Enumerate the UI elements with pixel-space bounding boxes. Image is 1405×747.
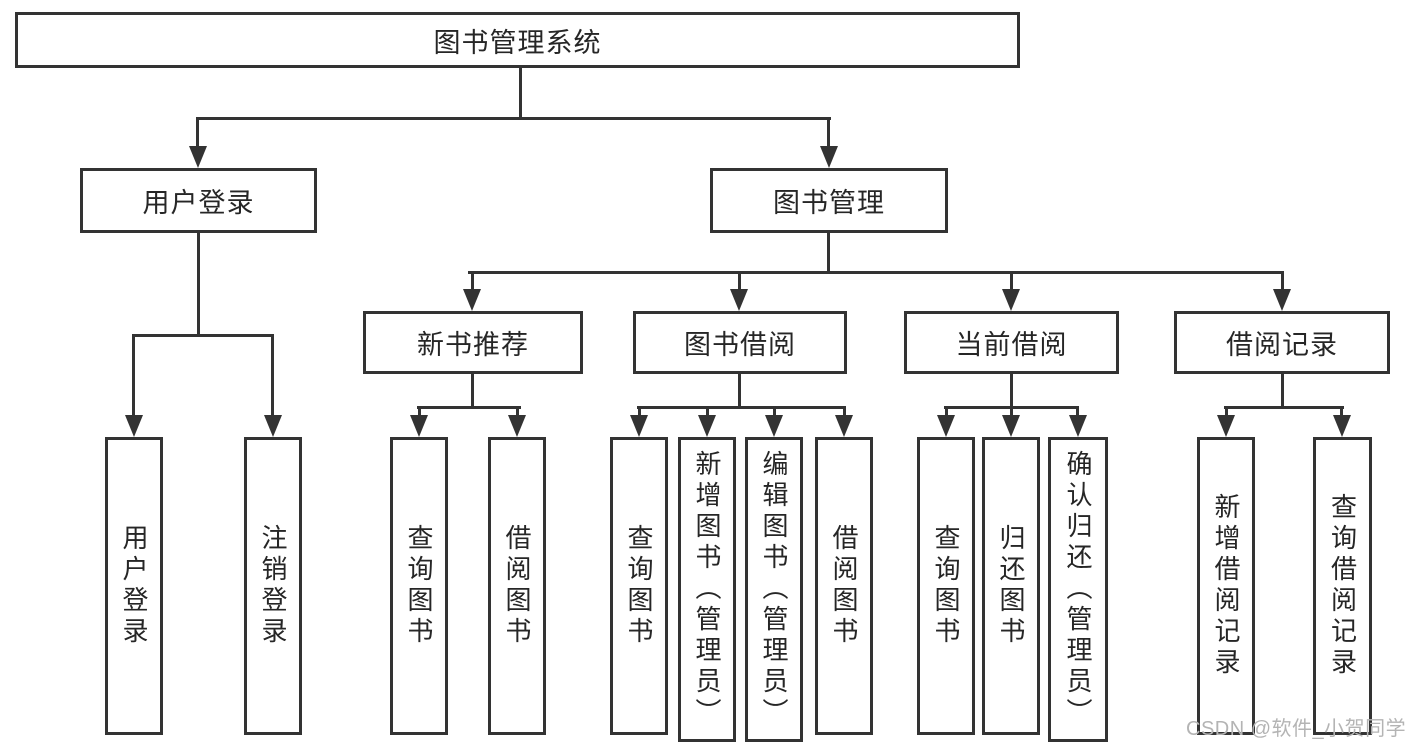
node-leaf-cb-return-books: 归还图书 — [982, 437, 1040, 735]
node-borrow-records: 借阅记录 — [1174, 311, 1390, 374]
connector-drop-user-login — [196, 117, 199, 149]
connector-user-login-stem — [197, 233, 200, 336]
arrowhead-leaf-logout — [264, 415, 282, 437]
node-root: 图书管理系统 — [15, 12, 1020, 68]
connector-new-book-stem — [471, 374, 474, 408]
connector-drop-cb-confirm — [1076, 406, 1079, 417]
arrowhead-leaf-login — [125, 415, 143, 437]
arrowhead-borrow-records — [1273, 289, 1291, 311]
node-leaf-cb-confirm-return-admin-label: 确认归还（管理员） — [1063, 450, 1093, 729]
arrowhead-cb-query — [937, 415, 955, 437]
connector-book-borrow-stem — [738, 374, 741, 408]
connector-drop-book-borrow — [738, 271, 741, 290]
node-new-book-rec: 新书推荐 — [363, 311, 583, 374]
arrowhead-cb-confirm — [1069, 415, 1087, 437]
arrowhead-book-borrow — [730, 289, 748, 311]
connector-drop-current-borrow — [1010, 271, 1013, 290]
node-root-label: 图书管理系统 — [433, 27, 602, 58]
node-leaf-nbr-query-books-label: 查询图书 — [404, 524, 434, 648]
arrowhead-cb-return — [1002, 415, 1020, 437]
arrowhead-nbr-borrow — [508, 415, 526, 437]
node-user-login-label: 用户登录 — [142, 188, 255, 218]
connector-drop-cb-query — [945, 406, 948, 417]
connector-drop-leaf-login — [132, 334, 135, 416]
arrowhead-bb-borrow — [835, 415, 853, 437]
node-leaf-bb-borrow-books-label: 借阅图书 — [829, 524, 859, 648]
connector-level1-branch — [196, 117, 831, 120]
connector-current-borrow-stem — [1010, 374, 1013, 408]
connector-drop-bb-borrow — [843, 406, 846, 417]
connector-drop-book-mgmt — [827, 117, 830, 149]
arrowhead-br-query — [1333, 415, 1351, 437]
node-leaf-nbr-borrow-books-label: 借阅图书 — [502, 524, 532, 648]
node-new-book-rec-label: 新书推荐 — [417, 330, 529, 360]
node-leaf-br-add-record: 新增借阅记录 — [1197, 437, 1255, 735]
node-book-borrow-label: 图书借阅 — [684, 330, 796, 360]
node-book-mgmt: 图书管理 — [710, 168, 948, 233]
connector-drop-bb-edit — [773, 406, 776, 417]
node-user-login: 用户登录 — [80, 168, 317, 233]
node-leaf-cb-query-books: 查询图书 — [917, 437, 975, 735]
node-book-borrow: 图书借阅 — [633, 311, 847, 374]
arrowhead-br-add — [1217, 415, 1235, 437]
node-leaf-nbr-query-books: 查询图书 — [390, 437, 448, 735]
node-leaf-bb-query-books-label: 查询图书 — [624, 524, 654, 648]
arrowhead-new-book — [463, 289, 481, 311]
connector-drop-borrow-records — [1281, 271, 1284, 290]
node-leaf-cb-return-books-label: 归还图书 — [996, 524, 1026, 648]
node-leaf-user-login: 用户登录 — [105, 437, 163, 735]
node-leaf-bb-add-books-admin-label: 新增图书（管理员） — [692, 450, 722, 729]
connector-drop-nbr-query — [418, 406, 421, 417]
connector-drop-leaf-logout — [271, 334, 274, 416]
arrowhead-user-login — [189, 146, 207, 168]
node-book-mgmt-label: 图书管理 — [773, 188, 885, 218]
node-current-borrow: 当前借阅 — [904, 311, 1119, 374]
node-leaf-br-query-record: 查询借阅记录 — [1313, 437, 1372, 735]
connector-user-login-branch — [132, 334, 274, 337]
arrowhead-book-mgmt — [820, 146, 838, 168]
node-leaf-cb-query-books-label: 查询图书 — [931, 524, 961, 648]
node-leaf-cb-confirm-return-admin: 确认归还（管理员） — [1048, 437, 1108, 742]
node-leaf-nbr-borrow-books: 借阅图书 — [488, 437, 546, 735]
node-leaf-bb-edit-books-admin-label: 编辑图书（管理员） — [759, 450, 789, 729]
connector-drop-br-add — [1225, 406, 1228, 417]
connector-borrow-records-branch — [1224, 406, 1344, 409]
node-leaf-logout-label: 注销登录 — [258, 524, 288, 648]
node-leaf-bb-edit-books-admin: 编辑图书（管理员） — [745, 437, 803, 742]
watermark: CSDN @软件_小贺同学 — [1186, 718, 1405, 740]
connector-book-borrow-branch — [637, 406, 846, 409]
arrowhead-bb-add — [698, 415, 716, 437]
node-leaf-bb-add-books-admin: 新增图书（管理员） — [678, 437, 736, 742]
connector-drop-nbr-borrow — [516, 406, 519, 417]
connector-book-mgmt-stem — [827, 233, 830, 274]
arrowhead-bb-query — [630, 415, 648, 437]
node-current-borrow-label: 当前借阅 — [955, 330, 1068, 360]
arrowhead-bb-edit — [765, 415, 783, 437]
node-leaf-br-query-record-label: 查询借阅记录 — [1327, 493, 1358, 679]
node-leaf-br-add-record-label: 新增借阅记录 — [1211, 493, 1241, 679]
connector-level2-branch — [468, 271, 1283, 274]
connector-drop-new-book — [471, 271, 474, 290]
connector-borrow-records-stem — [1281, 374, 1284, 408]
node-borrow-records-label: 借阅记录 — [1226, 330, 1338, 360]
connector-drop-cb-return — [1010, 406, 1013, 417]
arrowhead-nbr-query — [410, 415, 428, 437]
connector-new-book-branch — [417, 406, 521, 409]
connector-drop-br-query — [1340, 406, 1343, 417]
node-leaf-user-login-label: 用户登录 — [119, 524, 149, 648]
arrowhead-current-borrow — [1002, 289, 1020, 311]
connector-drop-bb-add — [706, 406, 709, 417]
connector-drop-bb-query — [638, 406, 641, 417]
connector-root-stem — [519, 68, 522, 118]
node-leaf-bb-query-books: 查询图书 — [610, 437, 668, 735]
node-leaf-logout: 注销登录 — [244, 437, 302, 735]
node-leaf-bb-borrow-books: 借阅图书 — [815, 437, 873, 735]
